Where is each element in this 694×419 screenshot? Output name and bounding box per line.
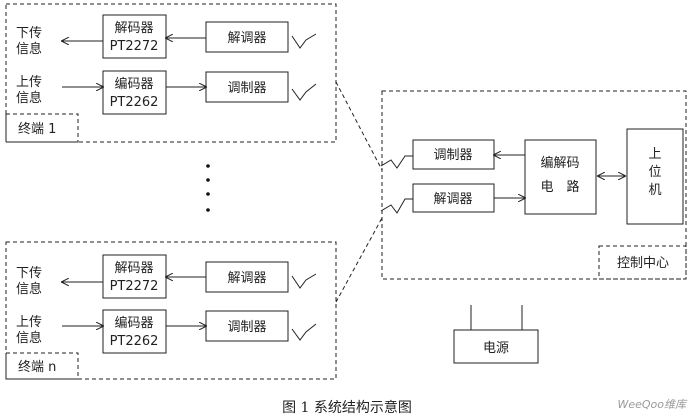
terminal-n-modulator-label: 调制器 xyxy=(227,320,266,335)
host-computer-label-char2: 位 xyxy=(648,165,661,180)
ellipsis-dot xyxy=(206,208,210,212)
host-computer-label-char3: 机 xyxy=(648,183,661,198)
terminal-n-down-info-line1: 下传 xyxy=(16,266,42,281)
ellipsis-dot xyxy=(206,192,210,196)
terminal-1-up-info-line2: 信息 xyxy=(16,90,42,106)
terminal-n-boundary xyxy=(5,241,337,380)
ellipsis-dot xyxy=(206,164,210,168)
terminal-1-group: 终端 1 下传 信息 上传 信息 解码器 PT2272 编码器 PT2262 解… xyxy=(5,3,337,143)
link-terminal-n-to-center xyxy=(335,217,383,303)
terminal-1-down-info-line1: 下传 xyxy=(16,26,42,41)
control-center-label: 控制中心 xyxy=(617,256,669,271)
terminal-n-encoder-box xyxy=(102,309,167,354)
terminal-1-encoder-label: 编码器 xyxy=(114,77,153,92)
terminal-n-demod-antenna-icon xyxy=(291,273,317,289)
terminal-1-demod-antenna-icon xyxy=(291,33,317,49)
ellipsis-dots xyxy=(206,164,210,212)
terminal-n-down-info-line2: 信息 xyxy=(16,281,42,297)
terminal-n-group: 终端 n 下传 信息 上传 信息 解码器 PT2272 编码器 PT2262 解… xyxy=(5,241,337,380)
terminal-n-label: 终端 n xyxy=(18,359,56,375)
codec-circuit-label-line2: 电 路 xyxy=(540,179,579,195)
host-computer-box xyxy=(626,128,684,225)
codec-circuit-label-line1: 编解码 xyxy=(540,156,579,171)
terminal-n-modulator-box xyxy=(205,310,289,342)
center-demodulator-label: 解调器 xyxy=(433,192,472,207)
terminal-n-up-info-line2: 信息 xyxy=(16,330,42,346)
terminal-1-label: 终端 1 xyxy=(18,121,56,137)
center-modulator-antenna-icon xyxy=(380,155,413,169)
ellipsis-dot xyxy=(206,178,210,182)
terminal-1-encoder-chip: PT2262 xyxy=(110,95,159,110)
host-computer-label-char1: 上 xyxy=(648,147,661,162)
terminal-n-label-box xyxy=(5,352,79,380)
terminal-1-boundary xyxy=(5,3,337,143)
link-terminal-1-to-center xyxy=(335,81,383,171)
power-supply-box xyxy=(453,329,539,364)
terminal-n-decoder-label: 解码器 xyxy=(114,261,153,276)
codec-circuit-box xyxy=(524,139,597,215)
terminal-n-demodulator-box xyxy=(205,261,289,293)
figure-caption: 图 1 系统结构示意图 xyxy=(282,399,412,416)
terminal-1-down-info-line2: 信息 xyxy=(16,41,42,57)
terminal-n-encoder-label: 编码器 xyxy=(114,316,153,331)
terminal-1-demodulator-label: 解调器 xyxy=(227,31,266,46)
terminal-n-up-info-line1: 上传 xyxy=(16,315,42,330)
terminal-n-decoder-box xyxy=(102,254,167,299)
center-modulator-label: 调制器 xyxy=(433,148,472,163)
center-demodulator-antenna-icon xyxy=(380,198,413,214)
terminal-1-modulator-box xyxy=(205,71,289,103)
control-center-label-box xyxy=(598,245,687,280)
center-modulator-box xyxy=(412,139,495,170)
control-center-boundary xyxy=(381,90,687,280)
terminal-n-encoder-chip: PT2262 xyxy=(110,334,159,349)
terminal-1-modulator-label: 调制器 xyxy=(227,81,266,96)
power-supply-label: 电源 xyxy=(483,341,509,356)
terminal-1-decoder-label: 解码器 xyxy=(114,21,153,36)
power-supply-group: 电源 xyxy=(453,305,539,364)
terminal-n-demodulator-label: 解调器 xyxy=(227,271,266,286)
terminal-1-decoder-chip: PT2272 xyxy=(110,39,159,54)
terminal-1-mod-antenna-icon xyxy=(291,83,317,101)
terminal-1-label-box xyxy=(5,113,79,143)
watermark: WeeQoo维库 xyxy=(617,398,688,411)
terminal-1-encoder-box xyxy=(102,70,167,115)
terminal-n-mod-antenna-icon xyxy=(291,323,317,341)
terminal-1-decoder-box xyxy=(102,14,167,59)
terminal-n-decoder-chip: PT2272 xyxy=(110,279,159,294)
terminal-1-up-info-line1: 上传 xyxy=(16,75,42,90)
terminal-1-demodulator-box xyxy=(205,21,289,53)
control-center-group: 控制中心 调制器 解调器 编解码 电 路 上 位 机 xyxy=(380,90,687,280)
